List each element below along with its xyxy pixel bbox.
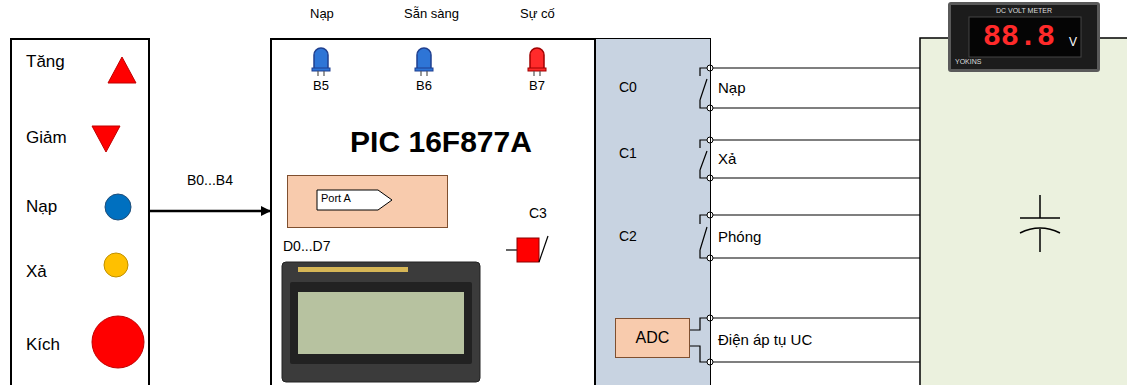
button-panel: TăngGiảmNạpXảKích: [10, 38, 150, 385]
relay-c1: [700, 140, 707, 178]
lcd-pins: [298, 267, 408, 272]
signal-label: B5: [313, 78, 329, 94]
c3-lever: [539, 236, 548, 262]
adc-block: ADC: [615, 318, 690, 358]
led-legs: [318, 71, 324, 76]
button-label: Tăng: [26, 52, 65, 72]
button-label: Kích: [26, 335, 60, 355]
buttons: [92, 57, 144, 368]
mcu-name: PIC 16F877A: [272, 124, 594, 160]
signal-label: C3: [529, 205, 547, 222]
signal-label: Sự cố: [520, 6, 555, 22]
capacitor-plate-curved: [1020, 228, 1060, 233]
up-button: [108, 57, 136, 83]
terminal: [707, 137, 713, 143]
relay-label: C0: [619, 79, 637, 96]
adc-wires: [690, 318, 707, 362]
led-flange: [415, 68, 433, 71]
signal-label: B7: [529, 78, 545, 94]
led-b5: [312, 48, 330, 76]
lcd-board: [282, 262, 480, 382]
bus-arrow: [150, 210, 270, 213]
terminal: [707, 255, 713, 261]
terminal: [707, 359, 713, 365]
meter-text: V: [1069, 35, 1077, 49]
relay-c2: [700, 215, 707, 258]
signal-label: D0...D7: [283, 238, 330, 255]
terminal: [707, 315, 713, 321]
adc-label: ADC: [616, 328, 689, 347]
bus-label: B0...B4: [185, 172, 235, 189]
led-legs: [421, 71, 427, 76]
signal-label: Sẵn sàng: [404, 6, 459, 22]
lcd-module: [282, 262, 480, 382]
discharge-button: [104, 253, 128, 277]
button-label: Nạp: [26, 197, 57, 217]
led-body: [530, 48, 544, 69]
signal-label: Phóng: [718, 228, 761, 246]
terminal: [707, 175, 713, 181]
down-button: [92, 126, 120, 152]
led-b6: [415, 48, 433, 76]
volt-meter: DC VOLT METER 88.8 V YOKINS: [948, 2, 1100, 72]
led-body: [314, 48, 328, 69]
load-panel: [920, 38, 1127, 385]
port-arrow-shape: [317, 190, 392, 210]
meter-text: YOKINS: [955, 58, 981, 66]
meter-text: 88.8: [983, 19, 1055, 55]
trigger-button: [92, 316, 144, 368]
capacitor-lead: [1039, 195, 1041, 252]
led-b7: [528, 48, 546, 76]
port-block: Port A: [287, 175, 448, 228]
relay-c0: [700, 68, 707, 108]
relay-panel-box: C0C1C2ADC: [595, 38, 711, 385]
wire: [713, 68, 920, 362]
terminal: [707, 212, 713, 218]
lcd-screen: [298, 292, 464, 354]
terminals: [707, 65, 713, 365]
capacitor-symbol: [1020, 195, 1060, 252]
charge-button: [105, 194, 131, 220]
relays: [690, 68, 707, 362]
relay-label: C2: [619, 228, 637, 245]
c3-switch: [506, 236, 548, 262]
meter-text: DC VOLT METER: [951, 7, 1097, 15]
led-flange: [528, 68, 546, 71]
c3-button: [517, 238, 539, 262]
meter-window: [969, 17, 1081, 57]
led-flange: [312, 68, 330, 71]
field-wires: [713, 68, 920, 362]
led-body: [417, 48, 431, 69]
led-legs: [534, 71, 540, 76]
relay-panel: [595, 38, 710, 385]
button-label: Giảm: [26, 128, 67, 148]
port-label: Port A: [321, 192, 351, 205]
signal-label: B6: [416, 78, 432, 94]
port-arrow: [288, 176, 447, 227]
relay-label: C1: [619, 145, 637, 162]
button-label: Xả: [26, 262, 47, 282]
lcd-bezel: [290, 282, 472, 364]
terminal: [707, 65, 713, 71]
capacitor-plate: [1020, 217, 1060, 219]
signal-label: Nạp: [310, 6, 334, 22]
terminal: [707, 105, 713, 111]
signal-label: Điện áp tụ UC: [718, 331, 812, 349]
signal-label: Nạp: [718, 79, 746, 97]
c3-wire: [506, 249, 517, 250]
signal-label: Xả: [718, 150, 736, 168]
